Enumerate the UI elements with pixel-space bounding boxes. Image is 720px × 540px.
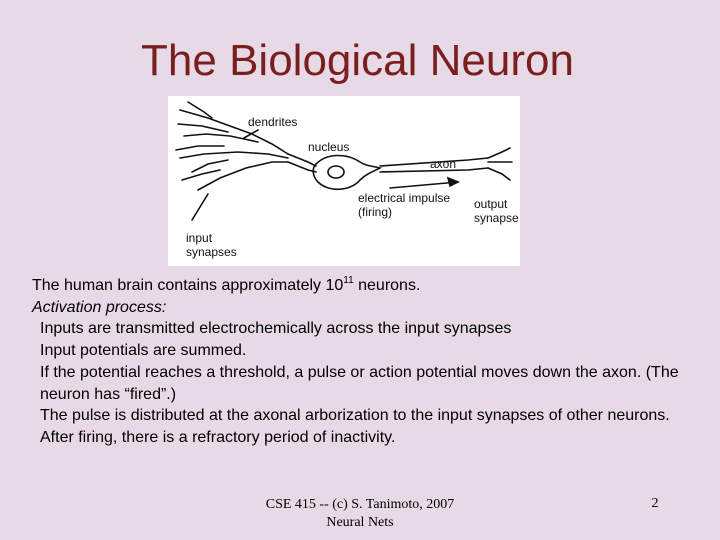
axon-line <box>379 167 489 173</box>
neuron-diagram: dendrites nucleus axon electrical impuls… <box>168 96 520 266</box>
impulse-arrow-line <box>389 181 459 189</box>
exponent: 11 <box>343 275 354 286</box>
impulse-arrowhead <box>446 176 460 188</box>
slide-footer: CSE 415 -- (c) S. Tanimoto, 2007 Neural … <box>240 496 480 532</box>
dendrite-branch <box>179 151 289 159</box>
label-impulse-1: electrical impulse <box>358 191 450 205</box>
label-output-1: output <box>474 197 508 211</box>
dendrite-branch <box>177 123 229 133</box>
label-impulse-2: (firing) <box>358 205 392 219</box>
label-nucleus: nucleus <box>308 140 349 154</box>
body-line-1-pre: The human brain contains approximately 1… <box>32 277 344 294</box>
nucleus-shape <box>327 165 345 179</box>
footer-course: CSE 415 -- (c) S. Tanimoto, 2007 <box>265 497 455 512</box>
body-line-threshold: If the potential reaches a threshold, a … <box>40 363 679 403</box>
slide-body: The human brain contains approximately 1… <box>32 275 692 449</box>
dendrite-branch <box>197 161 289 191</box>
body-line-activation-heading: Activation process: <box>32 298 167 316</box>
footer-topic: Neural Nets <box>326 515 394 530</box>
label-dendrites: dendrites <box>248 115 297 129</box>
body-line-refractory: After firing, there is a refractory peri… <box>40 428 396 446</box>
body-line-neuron-count: The human brain contains approximately 1… <box>32 275 692 297</box>
neuron-drawing <box>175 101 513 221</box>
axon-terminal <box>487 147 511 159</box>
dendrite-branch <box>183 133 259 143</box>
page-number: 2 <box>651 496 659 511</box>
dendrite-branch <box>191 159 229 173</box>
body-line-1-post: neurons. <box>353 277 421 294</box>
dendrite-trunk <box>287 153 317 167</box>
body-line-inputs: Inputs are transmitted electrochemically… <box>40 320 512 338</box>
dendrites-pointer <box>243 129 259 139</box>
dendrite-branch <box>179 109 289 155</box>
axon-terminal <box>487 167 511 181</box>
cell-body <box>312 154 383 191</box>
label-output-2: synapse <box>474 211 519 225</box>
dendrite-branch <box>175 145 225 151</box>
label-axon: axon <box>430 157 456 171</box>
body-line-distribution: The pulse is distributed at the axonal a… <box>40 407 670 425</box>
slide-title: The Biological Neuron <box>141 36 574 85</box>
neuron-diagram-svg: dendrites nucleus axon electrical impuls… <box>175 101 519 259</box>
body-line-summed: Input potentials are summed. <box>40 342 247 360</box>
input-pointer <box>191 193 209 221</box>
label-input-1: input <box>186 231 213 245</box>
label-input-2: synapses <box>186 245 237 259</box>
axon-line <box>379 157 489 167</box>
dendrite-branch <box>187 101 213 119</box>
dendrite-branch <box>181 169 221 181</box>
